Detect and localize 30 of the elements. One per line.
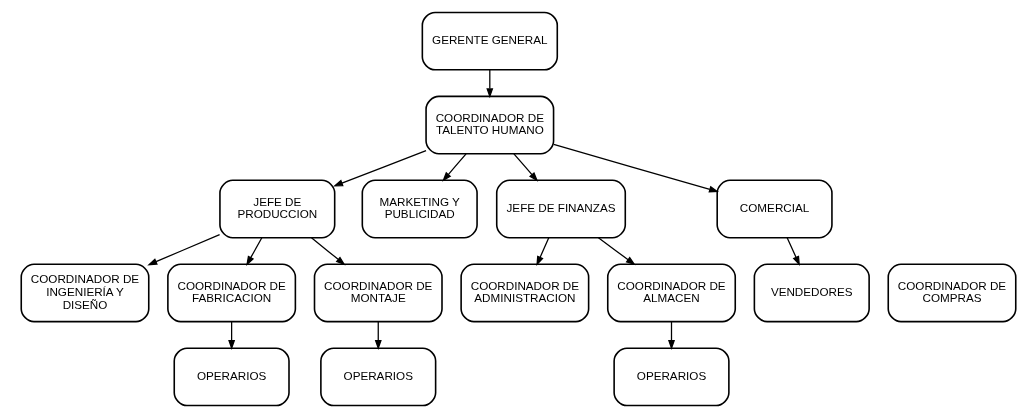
node-box: OPERARIOS: [319, 347, 436, 407]
node-box: COORDINADOR DE ADMINISTRACION: [459, 263, 589, 323]
arrow: [441, 153, 467, 182]
node-box: GERENTE GENERAL: [421, 11, 558, 71]
node-box: COORDINADOR DE MONTAJE: [313, 263, 443, 323]
node-box: JEFE DE FINANZAS: [495, 179, 626, 239]
node-box: MARKETING Y PUBLICIDAD: [361, 179, 478, 239]
arrow: [512, 153, 538, 182]
arrow: [786, 237, 800, 266]
node-box: OPERARIOS: [612, 347, 730, 407]
node-box: COORDINADOR DE TALENTO HUMANO: [424, 95, 554, 155]
arrow: [332, 150, 427, 187]
arrow: [597, 237, 636, 266]
node-box: COORDINADOR DE FABRICACION: [166, 263, 296, 323]
arrow: [245, 237, 262, 266]
arrow: [374, 321, 382, 351]
node-box: COORDINADOR DE INGENIERÍA Y DISEÑO: [19, 263, 150, 323]
node-box: COORDINADOR DE ALMACEN: [606, 263, 736, 323]
arrow: [667, 321, 675, 351]
arrow: [310, 237, 346, 266]
arrow: [146, 233, 220, 266]
arrow: [227, 321, 235, 351]
arrow: [552, 143, 719, 193]
node-box: JEFE DE PRODUCCION: [218, 179, 335, 239]
node-box: COMERCIAL: [715, 179, 833, 239]
node-box: COORDINADOR DE COMPRAS: [886, 263, 1017, 323]
node-box: VENDEDORES: [753, 263, 870, 323]
node-box: OPERARIOS: [172, 347, 290, 407]
arrow: [485, 69, 493, 99]
arrow: [535, 237, 549, 266]
